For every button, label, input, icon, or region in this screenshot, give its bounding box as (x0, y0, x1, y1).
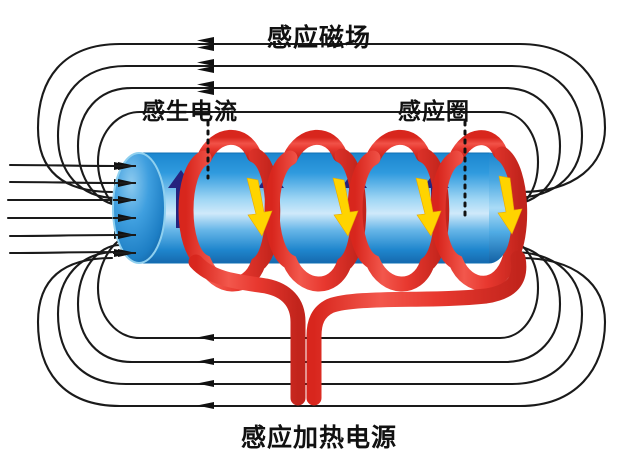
label-induced-current: 感生电流 (142, 99, 238, 125)
coil-arrow-3 (415, 177, 442, 237)
field-line-upper-1 (36, 42, 607, 194)
label-leader-lines (206, 120, 467, 218)
field-line-lower-3 (76, 243, 562, 364)
field-line-upper-2 (56, 64, 584, 200)
field-arrow-top-group (197, 37, 214, 95)
coil-arrow-2 (332, 177, 359, 237)
coil-arrow-1 (246, 177, 273, 237)
coil-arrow-4 (497, 175, 523, 235)
field-line-upper-4 (96, 110, 540, 214)
field-line-lower-1 (36, 256, 607, 408)
field-arrow-top-3 (197, 88, 214, 95)
field-arrow-top-2 (197, 66, 214, 73)
coil-current-arrows (246, 175, 523, 237)
field-arrow-bottom-3 (197, 358, 214, 365)
workpiece-cylinder (112, 152, 516, 264)
label-induced-magnetic-field: 感应磁场 (266, 23, 371, 52)
field-arrow-bottom-1 (197, 402, 214, 409)
label-induction-heating-power-supply: 感应加热电源 (240, 423, 397, 452)
coil-lead-right (306, 250, 527, 406)
field-line-upper-3 (76, 86, 562, 207)
coil-lead-left (188, 254, 306, 406)
induction-coil (178, 146, 528, 406)
coil-turn-4 (430, 146, 528, 291)
field-arrow-bottom-group (197, 334, 214, 409)
field-arrow-top-1 (197, 44, 214, 51)
label-induction-coil: 感应圈 (398, 99, 470, 125)
field-line-lower-4 (96, 236, 540, 340)
field-arrow-bottom-2 (197, 380, 214, 387)
cap-field-arrows (113, 162, 136, 257)
cylinder-cap-left (112, 152, 166, 264)
